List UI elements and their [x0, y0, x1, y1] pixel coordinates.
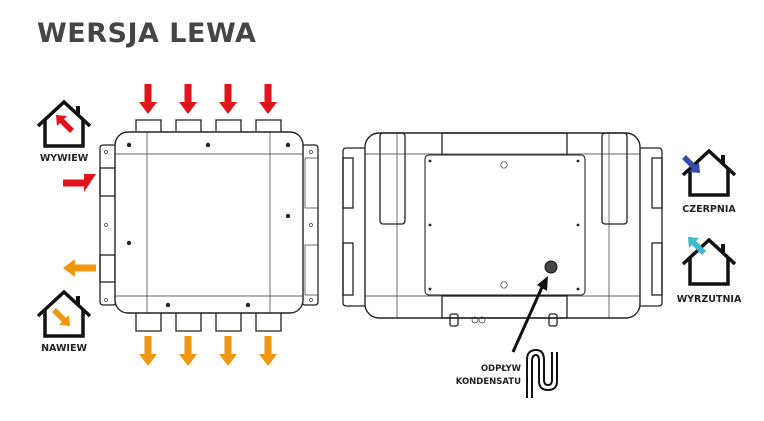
supply-arrows-orange: [63, 259, 277, 366]
page-title: WERSJA LEWA: [37, 18, 257, 49]
top-spigots: [135, 119, 282, 133]
unit-body: [114, 131, 304, 314]
arrow-right-red: [63, 174, 96, 192]
label-czerpnia: CZERPNIA: [682, 204, 736, 215]
label-odplyw: ODPŁYW: [481, 364, 522, 374]
house-czerpnia-icon: [681, 149, 737, 197]
house-nawiew-icon: [36, 290, 92, 338]
label-wyrzutnia: WYRZUTNIA: [677, 294, 742, 305]
unit-left-view: [99, 119, 319, 332]
arrow-to-drain: [537, 276, 548, 291]
label-nawiew: NAWIEW: [41, 343, 87, 354]
house-wywiew-icon: [36, 100, 92, 148]
right-flange: [301, 144, 319, 306]
siphon-icon: [526, 348, 558, 398]
house-wyrzutnia-icon: [681, 237, 737, 286]
extract-arrows-red: [63, 84, 277, 192]
service-panel: [424, 154, 586, 296]
label-wywiew: WYWIEW: [40, 153, 89, 164]
arrow-left-orange: [63, 259, 96, 277]
bottom-spigots: [135, 312, 282, 332]
screws: [126, 142, 291, 308]
unit-bottom-view: [342, 132, 663, 353]
condensate-drain: [544, 260, 558, 274]
left-flange: [99, 144, 117, 306]
label-kondensatu: KONDENSATU: [456, 377, 521, 387]
